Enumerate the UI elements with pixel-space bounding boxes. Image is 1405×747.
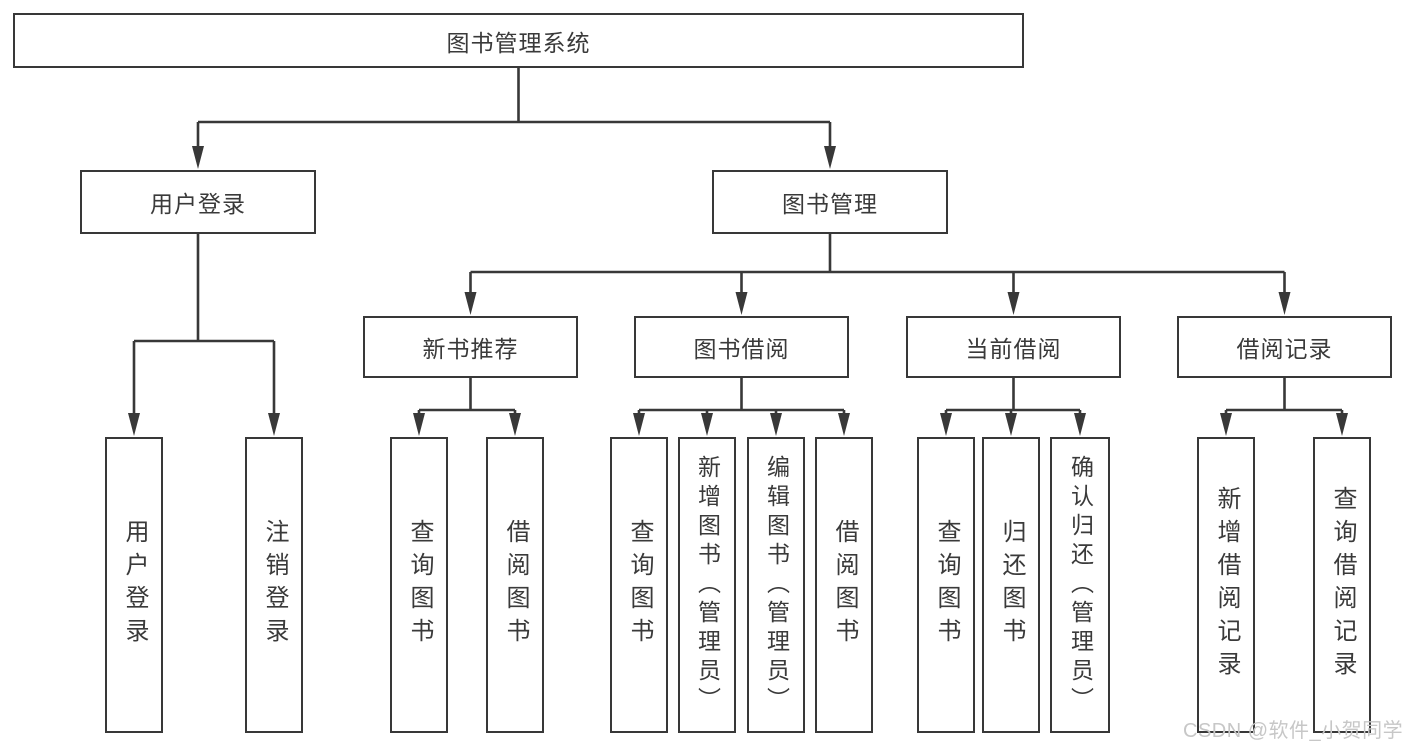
arrow-down-icon [413, 413, 425, 436]
leaf-bb-borrow-books: 借阅图书 [815, 437, 873, 733]
arrow-down-icon [701, 413, 713, 436]
node-label: 图书管理 [782, 191, 878, 217]
leaf-bb-query-books: 查询图书 [610, 437, 668, 733]
arrow-down-icon [464, 292, 477, 315]
arrow-down-icon [509, 413, 521, 436]
node-label: 借阅记录 [1236, 336, 1333, 362]
arrow-down-icon [824, 146, 836, 169]
csdn-watermark: CSDN @软件_小贺同学 [1183, 720, 1404, 742]
leaf-cb-query-books: 查询图书 [917, 437, 975, 733]
node-borrowing-records: 借阅记录 [1177, 316, 1392, 378]
leaf-logout: 注销登录 [245, 437, 303, 733]
leaf-bb-add-books-admin: 新增图书（管理员） [678, 437, 736, 733]
node-label: 查询图书 [933, 519, 960, 651]
leaf-cb-confirm-return-admin: 确认归还（管理员） [1050, 437, 1110, 733]
node-label: 编辑图书（管理员） [763, 454, 790, 716]
connector-borrowing-records-to-leaves [1220, 378, 1348, 436]
leaf-nb-borrow-books: 借阅图书 [486, 437, 544, 733]
node-label: 注销登录 [261, 519, 288, 651]
node-book-management: 图书管理 [712, 170, 948, 234]
node-label: 新书推荐 [422, 336, 519, 362]
node-label: 借阅图书 [831, 519, 858, 651]
node-label: 借阅图书 [502, 519, 529, 651]
node-label: 用户登录 [150, 191, 246, 217]
node-label: 当前借阅 [965, 336, 1062, 362]
arrow-down-icon [735, 292, 748, 315]
node-label: 图书管理系统 [446, 29, 591, 56]
node-label: 确认归还（管理员） [1067, 454, 1094, 716]
arrow-down-icon [1007, 292, 1020, 315]
arrow-down-icon [838, 413, 850, 436]
arrow-down-icon [633, 413, 645, 436]
arrow-down-icon [1005, 413, 1017, 436]
node-current-borrowing: 当前借阅 [906, 316, 1121, 378]
node-label: 查询借阅记录 [1329, 486, 1356, 684]
leaf-bb-edit-books-admin: 编辑图书（管理员） [747, 437, 805, 733]
connector-root-to-level2 [192, 68, 836, 169]
leaf-cb-return-books: 归还图书 [982, 437, 1040, 733]
node-label: 图书借阅 [693, 336, 790, 362]
arrow-down-icon [268, 413, 280, 436]
connector-user-login-to-leaves [128, 234, 280, 436]
leaf-nb-query-books: 查询图书 [390, 437, 448, 733]
arrow-down-icon [940, 413, 952, 436]
connector-book-management-to-level3 [464, 234, 1291, 315]
connector-current-borrowing-to-leaves [940, 378, 1086, 436]
node-label: 查询图书 [406, 519, 433, 651]
arrow-down-icon [1220, 413, 1232, 436]
node-label: 用户登录 [121, 519, 148, 651]
leaf-br-query-borrow-record: 查询借阅记录 [1313, 437, 1371, 733]
connector-book-borrowing-to-leaves [633, 378, 850, 436]
node-label: 归还图书 [998, 519, 1025, 651]
arrow-down-icon [192, 146, 204, 169]
connector-new-book-to-leaves [413, 378, 521, 436]
node-label: 查询图书 [626, 519, 653, 651]
node-new-book-recommendation: 新书推荐 [363, 316, 578, 378]
node-book-borrowing: 图书借阅 [634, 316, 849, 378]
arrow-down-icon [1074, 413, 1086, 436]
node-library-management-system: 图书管理系统 [13, 13, 1024, 68]
leaf-br-add-borrow-record: 新增借阅记录 [1197, 437, 1255, 733]
arrow-down-icon [128, 413, 140, 436]
arrow-down-icon [1336, 413, 1348, 436]
leaf-user-login: 用户登录 [105, 437, 163, 733]
node-user-login: 用户登录 [80, 170, 316, 234]
node-label: 新增图书（管理员） [694, 454, 721, 716]
arrow-down-icon [770, 413, 782, 436]
arrow-down-icon [1278, 292, 1291, 315]
node-label: 新增借阅记录 [1213, 486, 1240, 684]
